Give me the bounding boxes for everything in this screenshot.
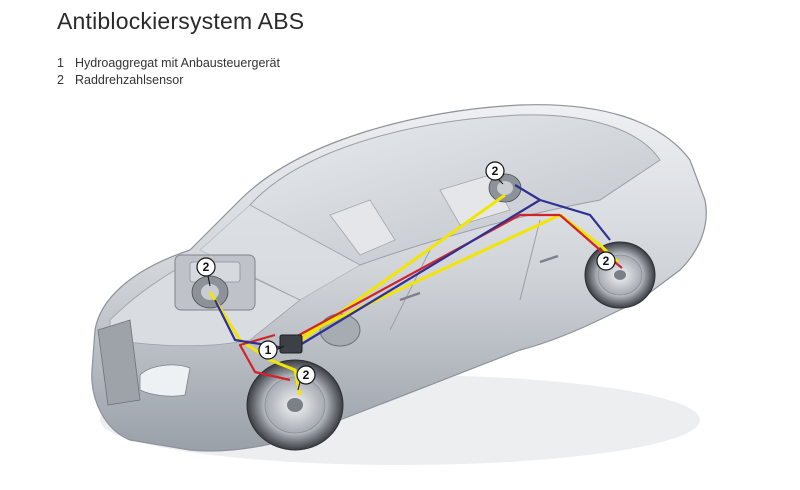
headlight xyxy=(139,364,191,397)
sensor-wire xyxy=(284,193,506,354)
callout-sensor-rear-right: 2 xyxy=(596,251,616,271)
front-seat xyxy=(329,199,396,256)
door-line xyxy=(519,219,541,301)
callout-hydraulic-unit: 1 xyxy=(258,340,285,360)
front-grille xyxy=(97,319,141,406)
callout-number: 2 xyxy=(203,260,210,274)
callout-number: 2 xyxy=(603,254,610,268)
callout-sensor-front-left: 2 xyxy=(296,365,316,391)
brake-line-blue xyxy=(539,198,611,241)
sensor-wire xyxy=(208,291,302,396)
legend: 1 Hydroaggregat mit Anbausteuergerät 2 R… xyxy=(57,55,280,89)
door-handle xyxy=(539,254,559,264)
callout-sensor-rear-left: 2 xyxy=(485,161,505,185)
legend-number: 2 xyxy=(57,73,64,87)
callout-sensor-front-right: 2 xyxy=(196,257,216,287)
wheel-rear-left-hub xyxy=(488,173,522,203)
brake-line-red xyxy=(289,213,560,341)
legend-number: 1 xyxy=(57,56,64,70)
door-line xyxy=(389,249,431,331)
wheel-front-left xyxy=(246,359,344,451)
wheel-rear-right xyxy=(584,241,656,309)
door-handle xyxy=(399,291,421,302)
brake-line-red xyxy=(238,333,291,382)
legend-label: Raddrehzahlsensor xyxy=(75,73,184,87)
hydraulic-unit xyxy=(279,334,303,354)
callout-number: 2 xyxy=(303,368,310,382)
callout-number: 2 xyxy=(492,164,499,178)
legend-item-wheel-speed-sensor: 2 Raddrehzahlsensor xyxy=(57,72,280,89)
legend-item-hydraulic-unit: 1 Hydroaggregat mit Anbausteuergerät xyxy=(57,55,280,72)
callout-number: 1 xyxy=(265,343,272,357)
page-title: Antiblockiersystem ABS xyxy=(57,8,305,34)
legend-label: Hydroaggregat mit Anbausteuergerät xyxy=(75,56,280,70)
